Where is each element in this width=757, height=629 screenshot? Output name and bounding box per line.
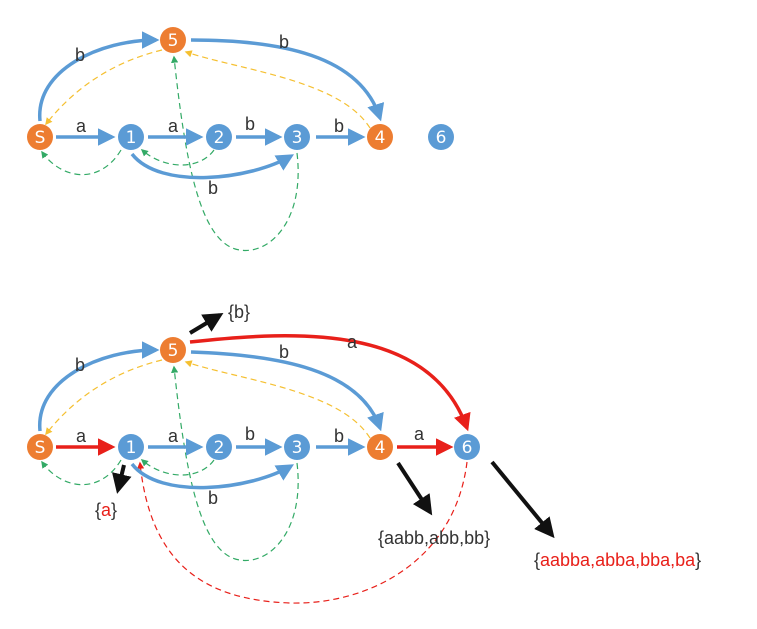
set-node-1: {a}	[95, 500, 117, 520]
svg-text:6: 6	[462, 438, 473, 458]
top-edge-s-5	[38, 31, 160, 122]
bottom-edge-s-5	[38, 341, 160, 432]
bottom-edge-5-4	[190, 350, 384, 432]
top-node-2: 2	[206, 124, 232, 150]
top-node-5: 5	[160, 27, 186, 53]
top-fail-5-s	[45, 49, 163, 126]
svg-text:2: 2	[214, 128, 225, 148]
bottom-label-1-2: a	[168, 426, 179, 446]
bottom-output-arrow-5	[188, 312, 224, 335]
bottom-edge-5-6	[189, 334, 471, 432]
bottom-label-s-5: b	[75, 355, 85, 375]
svg-text:6: 6	[436, 128, 447, 148]
top-label-5-4: b	[279, 32, 289, 52]
set-node-5: {b}	[228, 302, 250, 322]
top-fail-1-s	[41, 149, 122, 176]
svg-text:4: 4	[375, 128, 386, 148]
top-edge-5-4	[190, 38, 385, 122]
top-fail-4-5	[184, 50, 371, 129]
bottom-diagram: a a b b a b b a b {b} {a} {aabb,abb,bb} …	[27, 302, 701, 604]
bottom-fail-5-s	[45, 359, 163, 436]
top-node-3: 3	[284, 124, 310, 150]
bottom-fail-4-5	[184, 360, 371, 439]
bottom-label-1-3: b	[208, 488, 218, 508]
svg-text:4: 4	[375, 438, 386, 458]
top-node-6: 6	[428, 124, 454, 150]
svg-text:2: 2	[214, 438, 225, 458]
bottom-node-4: 4	[367, 434, 393, 460]
top-fail-2-1	[140, 149, 215, 166]
bottom-label-5-6: a	[347, 332, 358, 352]
svg-text:3: 3	[292, 438, 303, 458]
top-node-s: S	[27, 124, 53, 150]
bottom-label-3-4: b	[334, 426, 344, 446]
bottom-node-1: 1	[118, 434, 144, 460]
top-label-s-1: a	[76, 116, 87, 136]
bottom-node-6: 6	[454, 434, 480, 460]
bottom-output-arrow-6	[490, 460, 555, 539]
set-node-4: {aabb,abb,bb}	[378, 528, 490, 548]
bottom-node-2: 2	[206, 434, 232, 460]
bottom-node-3: 3	[284, 434, 310, 460]
top-label-1-2: a	[168, 116, 179, 136]
svg-text:5: 5	[168, 341, 179, 361]
bottom-node-s: S	[27, 434, 53, 460]
svg-text:S: S	[35, 438, 46, 458]
bottom-fail-6-1	[137, 461, 468, 604]
top-label-2-3: b	[245, 114, 255, 134]
top-node-1: 1	[118, 124, 144, 150]
bottom-label-4-6: a	[414, 424, 425, 444]
set-node-6: {aabba,abba,bba,ba}	[534, 550, 701, 570]
top-edge-1-3	[130, 152, 295, 180]
top-diagram: a a b b b b b S 1 2 3 4 5	[27, 27, 454, 252]
bottom-label-s-1: a	[76, 426, 87, 446]
top-node-4: 4	[367, 124, 393, 150]
bottom-fail-3-5	[171, 365, 299, 562]
bottom-fail-2-1	[140, 459, 215, 476]
bottom-output-arrow-4	[396, 461, 433, 516]
bottom-node-5: 5	[160, 337, 186, 363]
top-label-s-5: b	[75, 45, 85, 65]
bottom-edge-1-3	[130, 462, 295, 490]
top-label-3-4: b	[334, 116, 344, 136]
svg-text:S: S	[35, 128, 46, 148]
svg-text:5: 5	[168, 31, 179, 51]
svg-text:3: 3	[292, 128, 303, 148]
bottom-label-5-4: b	[279, 342, 289, 362]
svg-text:1: 1	[126, 438, 137, 458]
bottom-output-arrow-1	[112, 464, 132, 494]
top-fail-3-5	[171, 55, 299, 252]
top-label-1-3: b	[208, 178, 218, 198]
bottom-label-2-3: b	[245, 424, 255, 444]
bottom-fail-1-s	[41, 459, 122, 486]
svg-text:1: 1	[126, 128, 137, 148]
